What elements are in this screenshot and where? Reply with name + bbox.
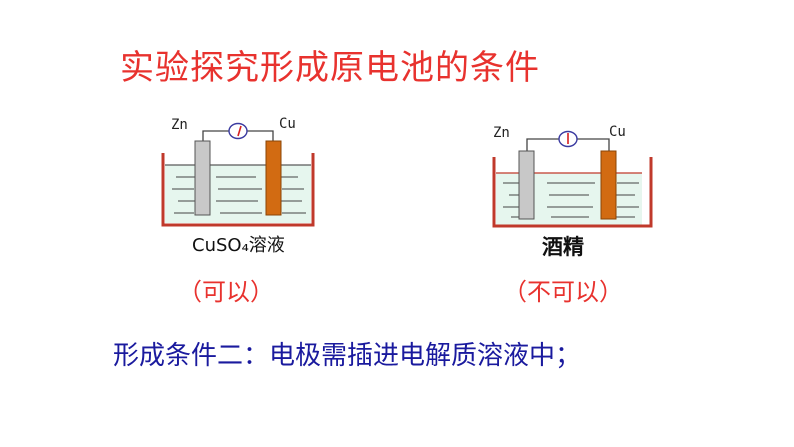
galvanometer-needle: [237, 125, 242, 137]
copper-electrode: [600, 150, 617, 220]
beaker: [161, 153, 315, 227]
conclusion-text: 形成条件二：电极需插进电解质溶液中；: [113, 341, 582, 371]
solution-dashes: [503, 182, 639, 218]
cell-diagram-right: [492, 130, 653, 228]
cathode-label: Cu: [279, 116, 296, 132]
page-title: 实验探究形成原电池的条件: [120, 48, 540, 88]
zinc-electrode: [518, 150, 535, 220]
beaker: [492, 157, 653, 228]
galvanic-cell-left: Zn Cu CuSO₄溶液: [158, 115, 358, 256]
solution-dashes: [172, 176, 306, 214]
solution-label: 酒精: [542, 235, 584, 259]
anode-label: Zn: [171, 117, 188, 133]
solution-label: CuSO₄溶液: [192, 235, 285, 256]
solution-liquid: [165, 165, 311, 223]
result-label-right: （不可以）: [503, 278, 623, 306]
copper-electrode: [265, 140, 282, 216]
galvanometer: [228, 122, 248, 140]
galvanic-cell-right: Zn Cu 酒精: [489, 123, 689, 259]
cathode-label: Cu: [609, 124, 626, 140]
cell-diagram-left: [161, 122, 315, 227]
zinc-electrode: [194, 140, 211, 216]
result-label-left: （可以）: [178, 278, 274, 306]
anode-label: Zn: [493, 125, 510, 141]
